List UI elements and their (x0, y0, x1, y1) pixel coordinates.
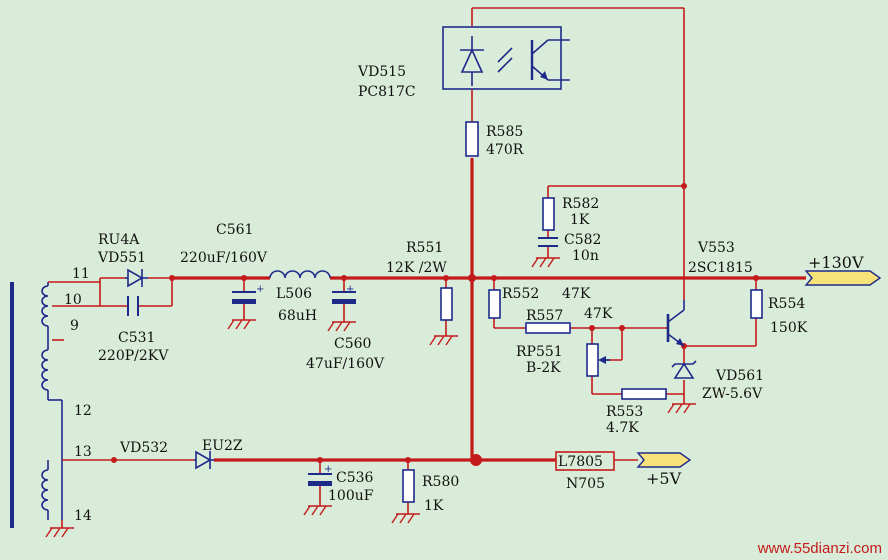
label-c582: C582 (564, 232, 601, 248)
label-pin11: 11 (72, 266, 90, 282)
label-r580-value: 1K (424, 498, 444, 514)
watermark: www.55dianzi.com (757, 540, 882, 557)
label-r551-value: 12K /2W (386, 260, 447, 276)
svg-text:+: + (324, 464, 332, 475)
resistor-r580 (402, 469, 415, 503)
label-c561: C561 (216, 222, 253, 238)
output-130v-arrow (804, 270, 882, 286)
label-pin9: 9 (70, 318, 79, 334)
resistor-r553 (621, 388, 667, 400)
capacitor-c560: + (332, 284, 356, 304)
resistor-r554 (750, 289, 763, 319)
diode-vd551 (125, 268, 148, 288)
label-c561-value: 220uF/160V (180, 250, 268, 266)
label-v553-value: 2SC1815 (688, 260, 753, 276)
label-r582-value: 1K (570, 212, 590, 228)
label-c536: C536 (336, 470, 374, 486)
label-r551: R551 (406, 240, 443, 256)
label-l506: L506 (276, 286, 312, 302)
label-vd515: VD515 (357, 64, 406, 80)
label-rp551-value: B-2K (526, 360, 561, 376)
zener-vd561 (671, 360, 697, 379)
label-r553: R553 (606, 404, 643, 420)
output-5v-arrow (636, 452, 692, 468)
label-pin14: 14 (74, 508, 92, 524)
potentiometer-rp551 (586, 343, 610, 377)
resistor-r582 (542, 197, 555, 231)
svg-text:+: + (256, 284, 264, 295)
label-c560-value: 47uF/160V (306, 356, 385, 372)
label-rp551: RP551 (516, 344, 563, 360)
label-l506-value: 68uH (278, 308, 317, 324)
label-c536-value: 100uF (328, 488, 374, 504)
label-pc817c: PC817C (358, 84, 416, 100)
label-n705: N705 (566, 476, 605, 492)
label-c560: C560 (334, 336, 371, 352)
label-r554: R554 (768, 296, 805, 312)
resistor-r551 (440, 287, 453, 321)
label-r552-value: 47K (562, 286, 591, 302)
label-pin12: 12 (74, 403, 92, 419)
label-r553-value: 4.7K (606, 420, 639, 436)
label-r582: R582 (562, 196, 599, 212)
label-vd551: VD551 (97, 250, 146, 266)
regulator-l7805 (555, 451, 615, 471)
label-vd561-value: ZW-5.6V (702, 386, 763, 402)
resistor-r585 (465, 121, 479, 157)
label-r557-value: 47K (584, 306, 613, 322)
label-v553: V553 (697, 240, 735, 256)
label-r557: R557 (526, 308, 563, 324)
labels: VD515 PC817C R585 470R R582 1K C582 10n … (64, 64, 864, 524)
label-pin10: 10 (64, 292, 82, 308)
label-c531-value: 220P/2KV (98, 348, 169, 364)
label-r552: R552 (502, 286, 539, 302)
capacitor-c531 (127, 296, 139, 316)
capacitor-c536: + (308, 464, 332, 486)
label-pin13: 13 (74, 444, 92, 460)
label-plus130v: +130V (808, 253, 864, 272)
optocoupler-vd515 (442, 26, 570, 90)
diode-vd532 (194, 450, 214, 470)
bus-wiring (48, 7, 806, 528)
label-r585: R585 (486, 124, 523, 140)
capacitor-c561: + (232, 284, 264, 304)
label-c582-value: 10n (572, 248, 599, 264)
label-vd532: VD532 (119, 440, 168, 456)
junction-nodes (111, 183, 759, 466)
label-eu2z: EU2Z (202, 438, 243, 454)
label-l7805: L7805 (558, 454, 603, 470)
resistor-r557 (525, 322, 571, 334)
capacitor-c582 (538, 237, 558, 247)
inductor-l506 (269, 270, 331, 279)
resistor-r552 (488, 289, 501, 319)
svg-text:+: + (346, 284, 354, 295)
label-c531: C531 (118, 330, 155, 346)
label-ru4a: RU4A (98, 232, 140, 248)
label-vd561: VD561 (715, 368, 764, 384)
label-plus5v: +5V (646, 469, 682, 488)
transformer-t (10, 282, 63, 528)
label-r554-value: 150K (770, 320, 808, 336)
label-r585-value: 470R (486, 142, 524, 158)
label-r580: R580 (422, 474, 459, 490)
transistor-v553 (666, 300, 685, 347)
